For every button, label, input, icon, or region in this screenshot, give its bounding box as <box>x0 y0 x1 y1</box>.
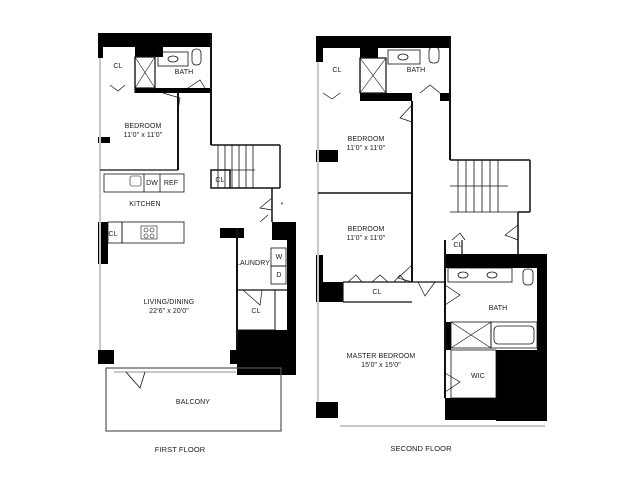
room-label-laundry: LAUNDRY <box>235 260 271 267</box>
room-label-balcony: BALCONY <box>175 399 211 406</box>
appliance-washer: W <box>275 254 283 261</box>
first-floor-plan <box>98 33 296 432</box>
room-label-cl: CL <box>332 67 342 74</box>
room-label-bath: BATH <box>406 67 426 74</box>
second-floor-plan <box>316 36 547 427</box>
appliance-dryer: D <box>276 272 282 279</box>
first-floor-caption: FIRST FLOOR <box>154 445 206 454</box>
room-label-cl: CL <box>372 289 382 296</box>
appliance-refrigerator: REF <box>163 180 179 187</box>
appliance-dishwasher: DW <box>146 180 158 187</box>
room-label-cl: CL <box>108 231 118 238</box>
room-label-cl: CL <box>453 242 463 249</box>
second-floor-caption: SECOND FLOOR <box>390 444 452 453</box>
room-label-bath: BATH <box>174 69 194 76</box>
asterisk-marker: * <box>280 202 284 209</box>
room-label-cl: CL <box>113 63 123 70</box>
room-label-cl: CL <box>251 308 261 315</box>
room-label-cl: CL <box>215 177 225 184</box>
room-label-kitchen: KITCHEN <box>129 201 161 208</box>
room-label-wic: WIC <box>471 373 485 380</box>
room-label-bath: BATH <box>488 305 508 312</box>
